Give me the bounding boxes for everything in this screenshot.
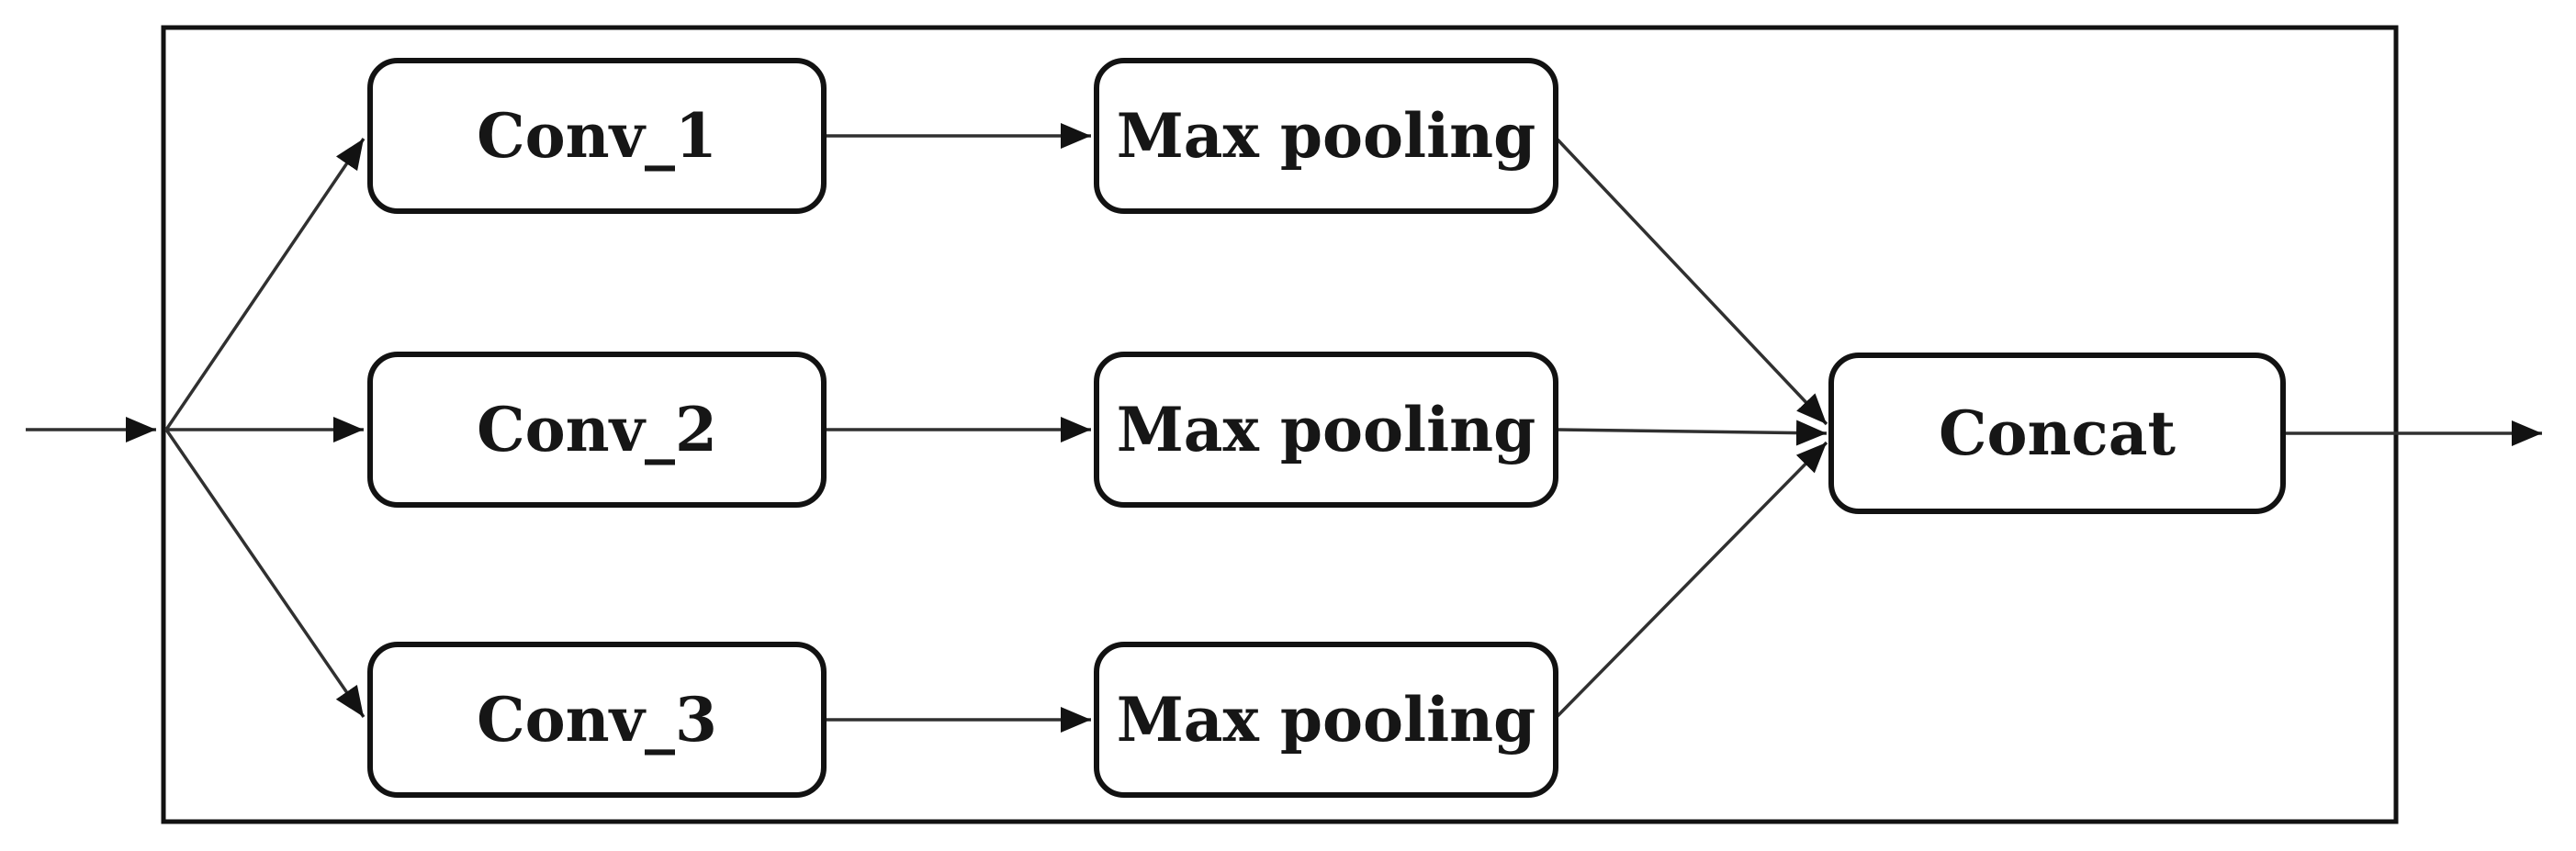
node-max-pooling-3-label: Max pooling: [1117, 684, 1536, 756]
edge-max-pooling-1-to-concat: [1556, 138, 1828, 426]
node-concat-rect: [1828, 353, 2286, 514]
node-max-pooling-2-label: Max pooling: [1117, 394, 1536, 465]
node-conv-3: Conv_3: [367, 642, 827, 798]
edge-split-to-conv-1: [164, 138, 366, 431]
node-max-pooling-3: Max pooling: [1094, 642, 1558, 798]
node-max-pooling-3-rect: [1094, 642, 1558, 798]
node-conv-2-rect: [367, 352, 827, 508]
node-conv-1-label: Conv_1: [477, 100, 717, 172]
node-max-pooling-2: Max pooling: [1094, 352, 1558, 508]
edge-max-pooling-3-to-concat: [1556, 441, 1828, 718]
node-conv-2-label: Conv_2: [477, 394, 717, 465]
node-conv-1: Conv_1: [367, 58, 827, 214]
node-concat: Concat: [1828, 353, 2286, 514]
node-max-pooling-2-rect: [1094, 352, 1558, 508]
node-conv-1-rect: [367, 58, 827, 214]
node-conv-3-label: Conv_3: [477, 684, 717, 756]
edge-max-pooling-2-to-concat: [1557, 420, 1828, 446]
node-conv-3-rect: [367, 642, 827, 798]
node-max-pooling-1: Max pooling: [1094, 58, 1558, 214]
node-max-pooling-1-rect: [1094, 58, 1558, 214]
node-max-pooling-1-label: Max pooling: [1117, 100, 1536, 172]
edge-split-to-conv-3: [164, 429, 366, 718]
node-conv-2: Conv_2: [367, 352, 827, 508]
node-concat-label: Concat: [1939, 398, 2176, 469]
